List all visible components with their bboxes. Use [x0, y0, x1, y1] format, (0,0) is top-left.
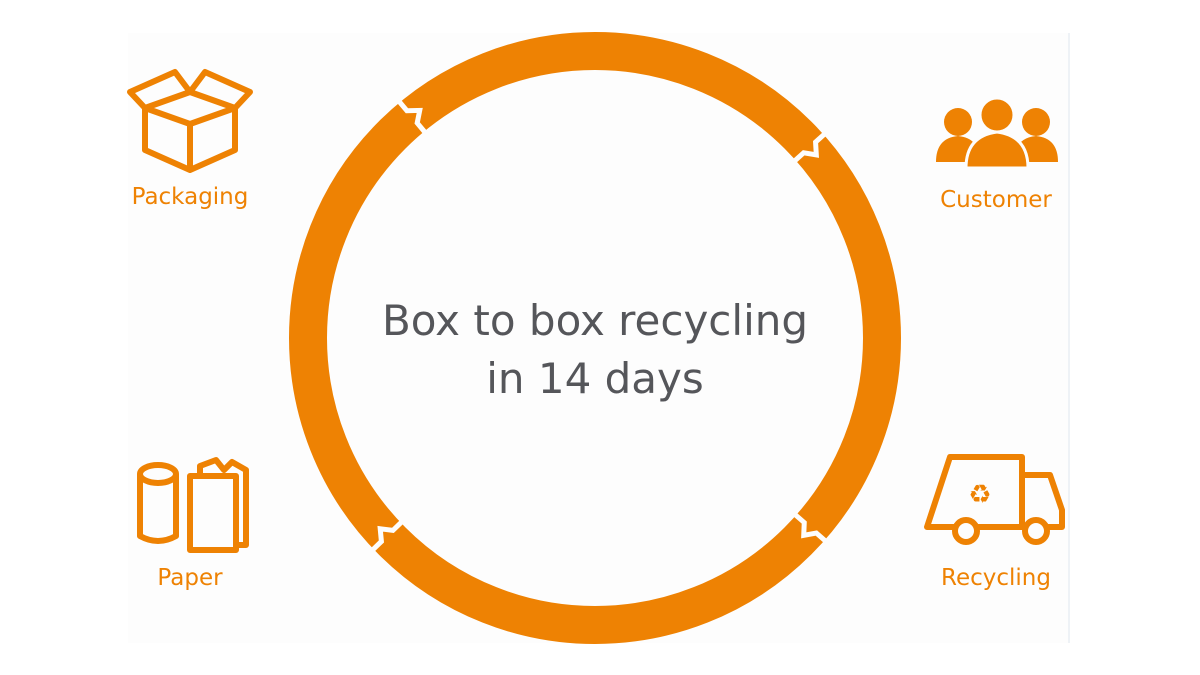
cycle-arrow-gap [790, 504, 829, 545]
stage-label-paper: Paper [157, 565, 223, 591]
paper-roll-icon [137, 457, 249, 553]
diagram-panel [128, 33, 1070, 643]
cycle-arrow-gap [395, 98, 430, 143]
cycle-arrow-gap [369, 517, 412, 554]
stage-label-customer: Customer [940, 187, 1052, 213]
box-icon [127, 69, 253, 173]
cycle-arrow-gap [784, 130, 828, 166]
svg-text:♻: ♻ [968, 480, 991, 510]
people-icon [936, 96, 1058, 170]
center-title-line1: Box to box recycling [381, 296, 809, 345]
center-title-line2: in 14 days [486, 354, 704, 403]
stage-label-packaging: Packaging [131, 184, 249, 210]
recycling-truck-icon: ♻ [924, 454, 1065, 545]
center-title: Box to box recycling in 14 days [345, 292, 845, 408]
cycle-ring [289, 32, 901, 644]
stage-label-recycling: Recycling [941, 565, 1051, 591]
